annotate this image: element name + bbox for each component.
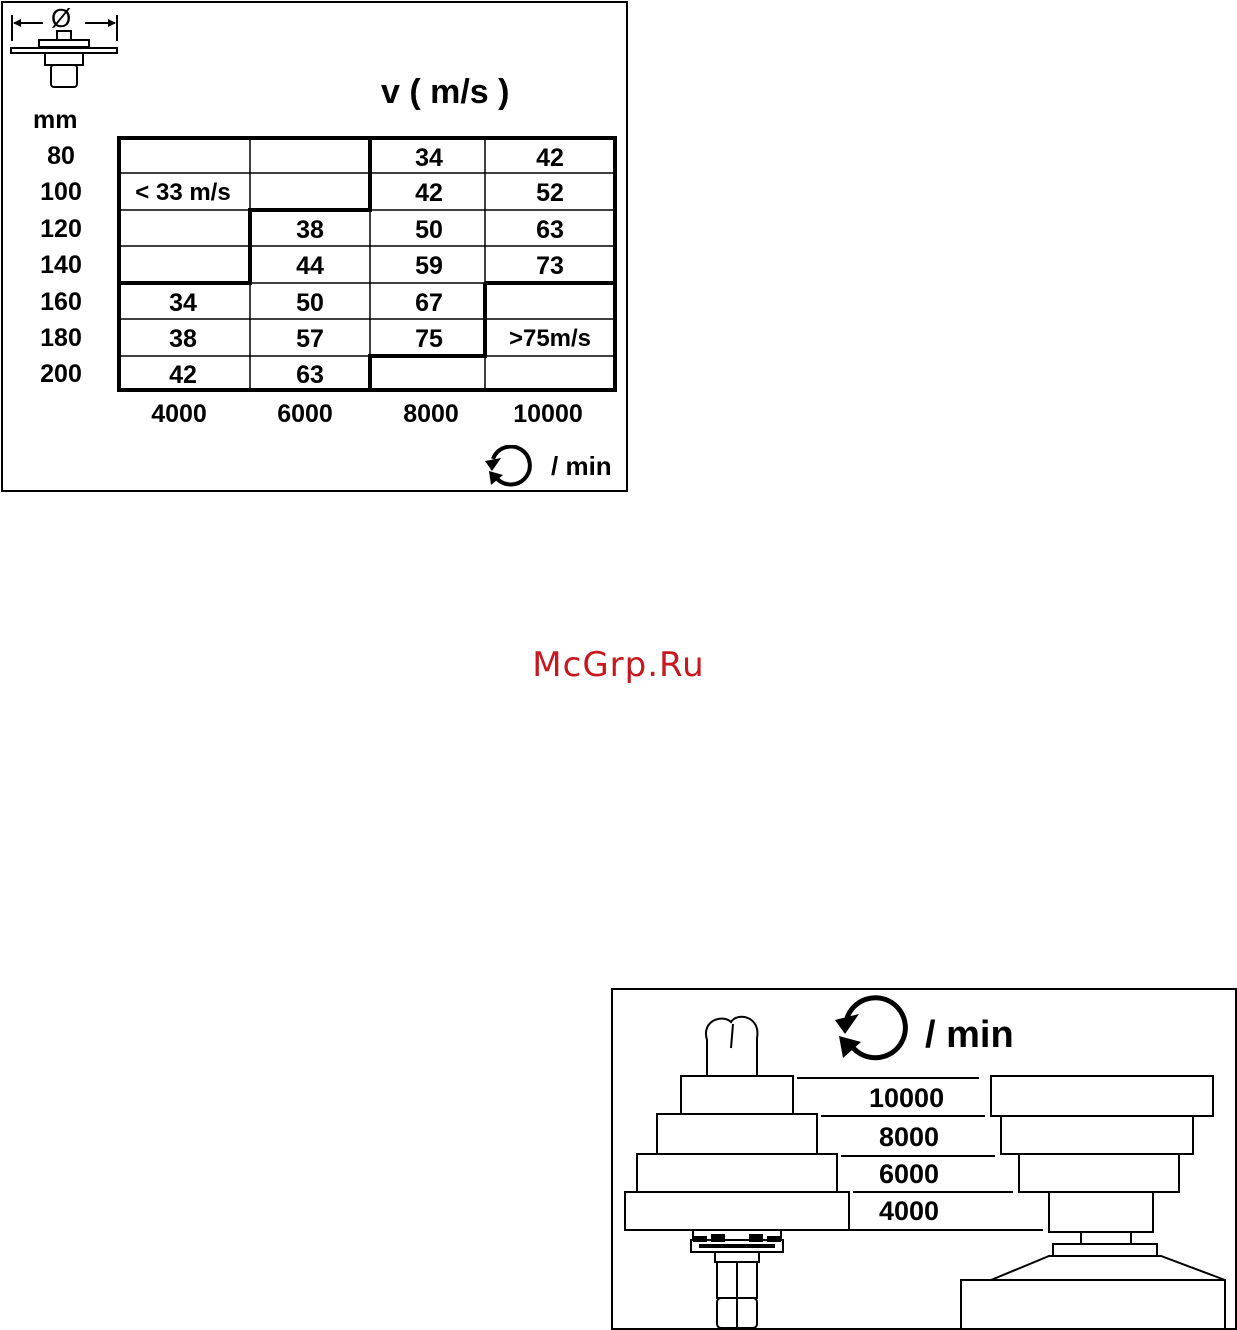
row-label: 100 [29,180,93,205]
table-cell: 34 [118,291,248,316]
column-label: 6000 [245,402,365,427]
speed-label: 10000 [869,1085,944,1112]
rpm-unit-label: / min [551,453,612,479]
table-cell: 63 [487,218,613,243]
row-label: 180 [29,326,93,351]
column-label: 4000 [119,402,239,427]
table-cell: 34 [372,146,486,171]
speed-label: 8000 [879,1124,939,1151]
watermark-text: McGrp.Ru [0,645,1237,685]
table-cell: 42 [372,181,486,206]
velocity-title: v ( m/s ) [381,75,509,109]
rotation-arrow-icon [483,445,543,489]
rotation-arrow-icon [833,992,917,1066]
speed-label: 6000 [879,1161,939,1188]
row-label: 120 [29,217,93,242]
speed-table-panel: Ø v ( m/s ) mm 80 100 120 140 160 180 20… [1,1,628,492]
table-cell: 50 [251,291,369,316]
table-cell: 50 [372,218,486,243]
table-cell: 38 [251,218,369,243]
rpm-unit-label: / min [925,1016,1014,1054]
row-label: 80 [29,144,93,169]
row-label: 200 [29,362,93,387]
table-cell: 59 [372,254,486,279]
table-cell: 52 [487,181,613,206]
table-cell: 57 [251,327,369,352]
speed-label: 4000 [879,1198,939,1225]
table-cell: 75 [372,327,486,352]
table-cell: 42 [487,146,613,171]
table-cell: < 33 m/s [118,181,248,205]
table-cell: 44 [251,254,369,279]
pulley-panel: / min 10000 8000 6000 4000 [611,988,1237,1330]
table-cell: 63 [251,363,369,388]
table-cell: 73 [487,254,613,279]
column-label: 10000 [488,402,608,427]
row-label: 140 [29,253,93,278]
table-cell: 38 [118,327,248,352]
row-label: 160 [29,290,93,315]
column-label: 8000 [371,402,491,427]
table-cell: 42 [118,363,248,388]
diameter-symbol: Ø [51,5,71,31]
table-cell: 67 [372,291,486,316]
row-unit-label: mm [33,108,77,133]
table-cell: >75m/s [487,327,613,351]
